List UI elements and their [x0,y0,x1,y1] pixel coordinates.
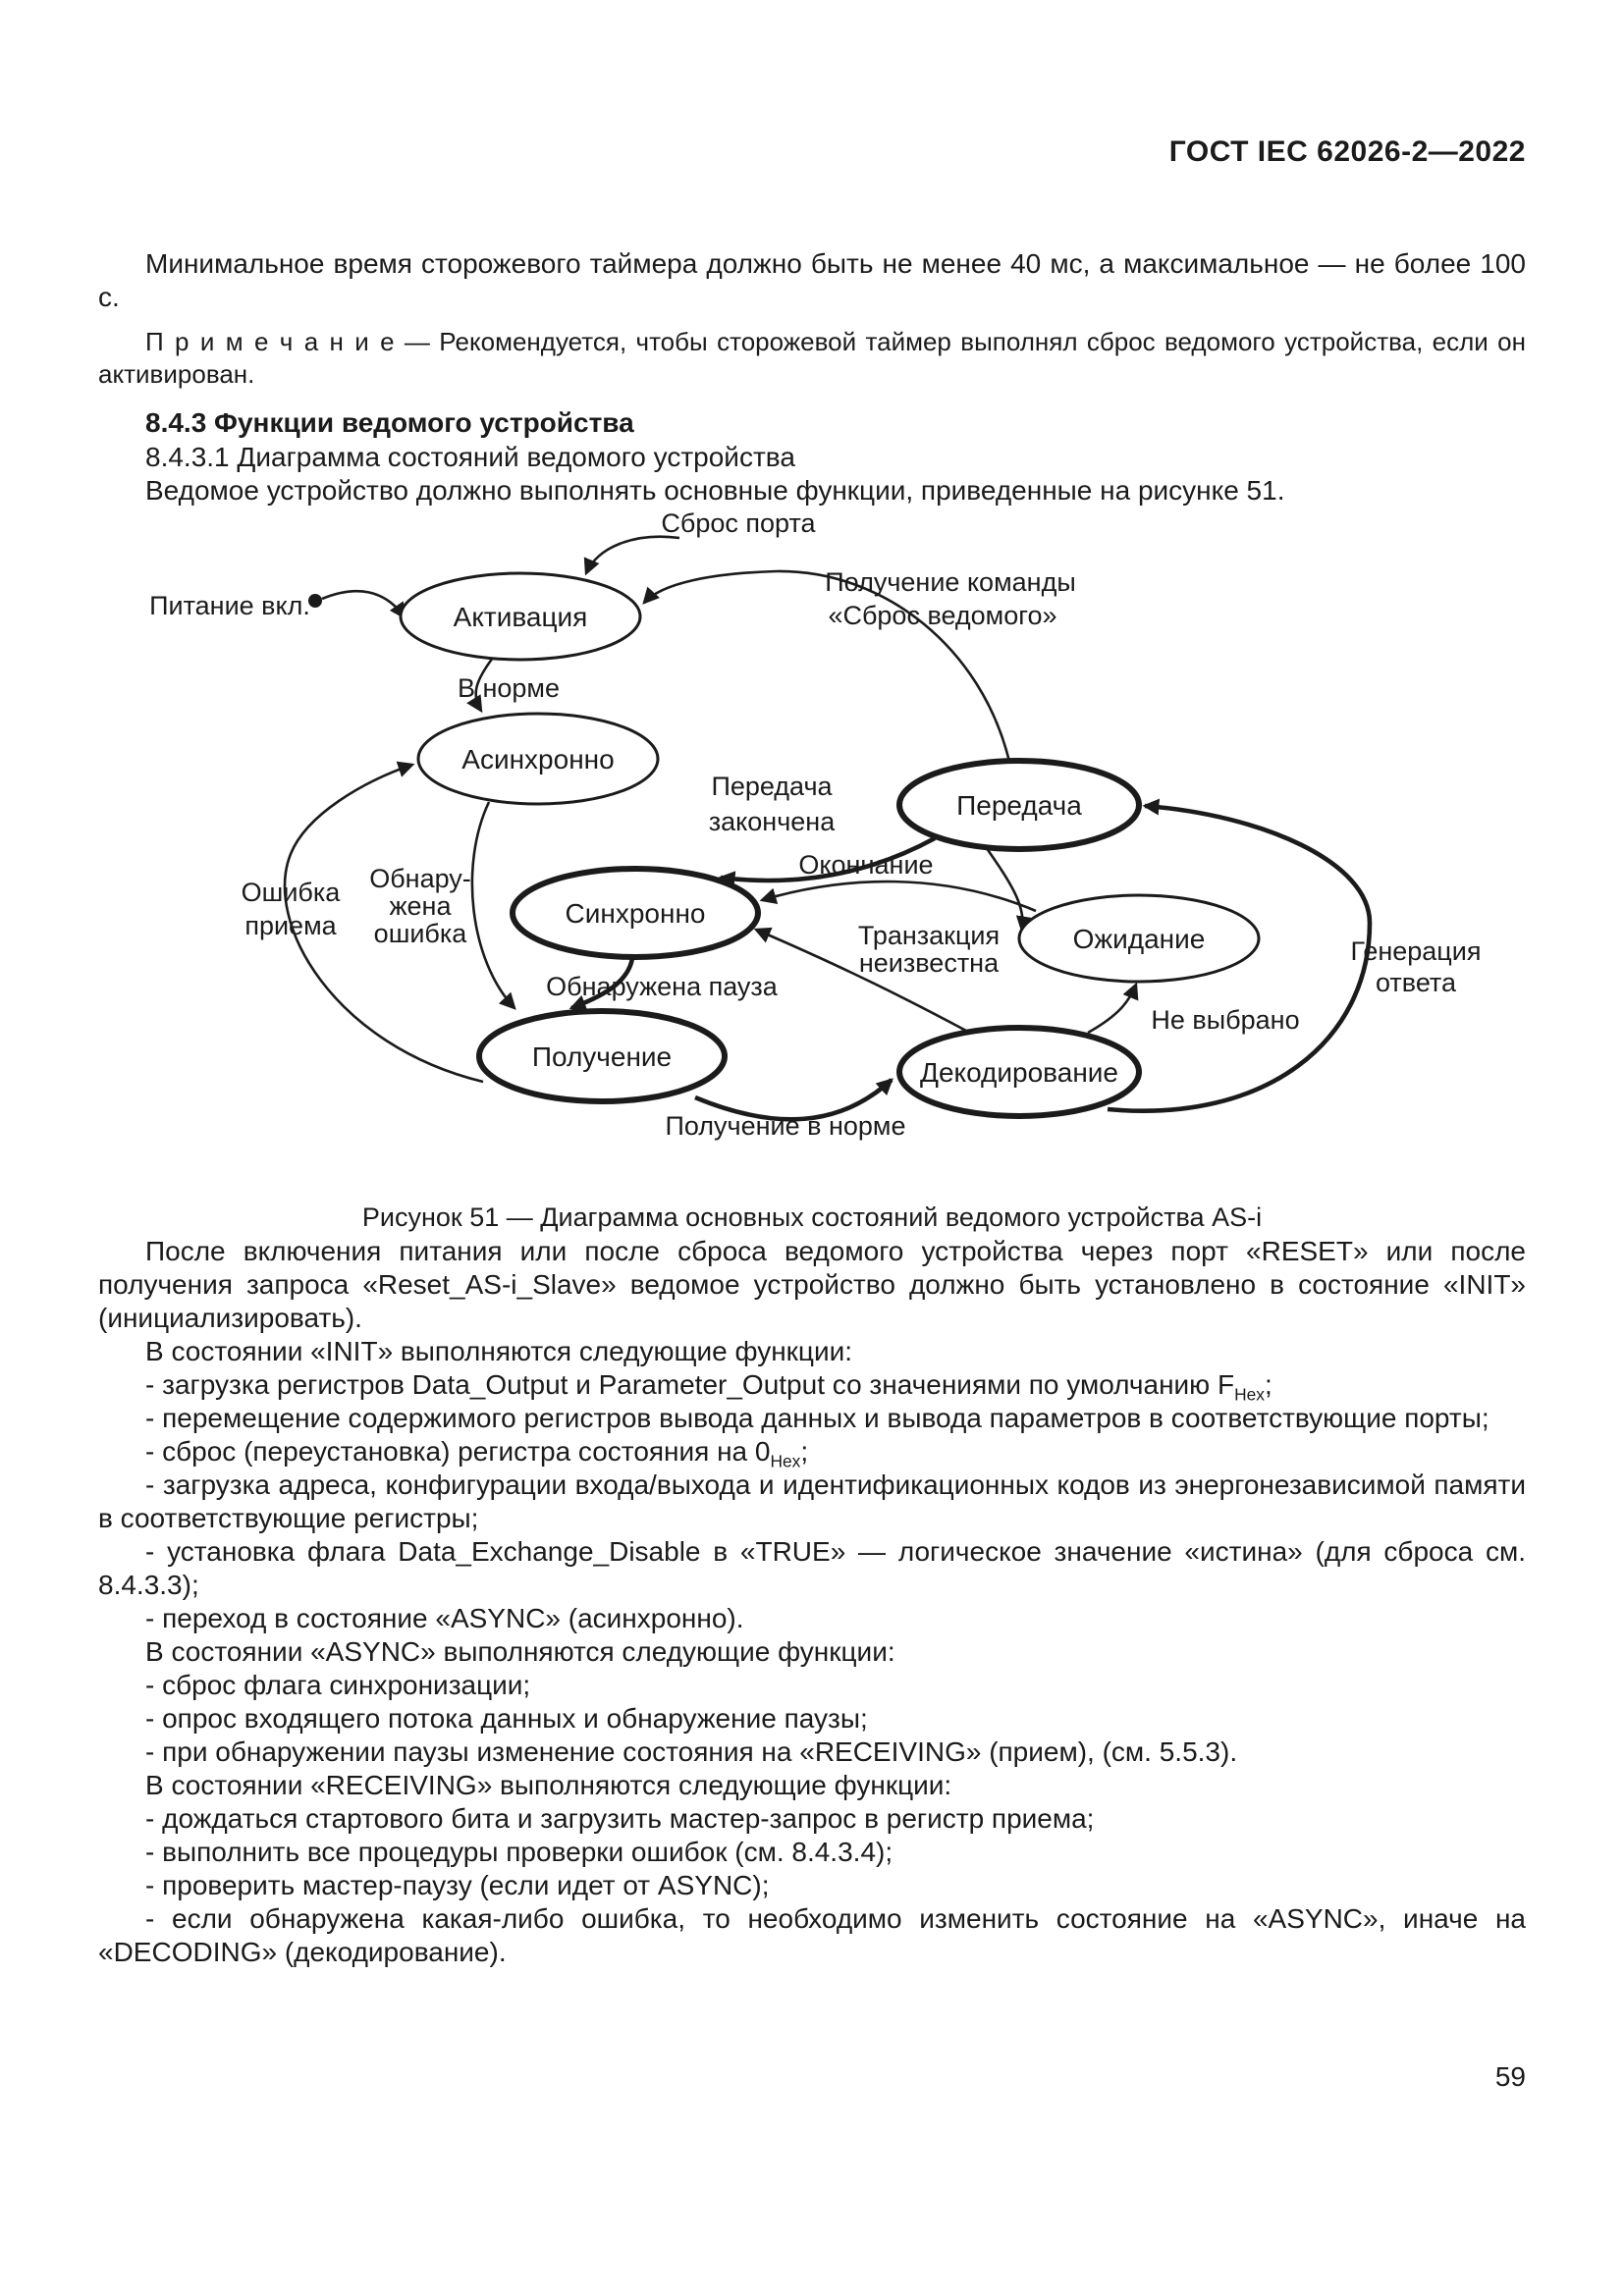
label-cmd-line1: Получение команды [825,567,1075,597]
label-error-line3: ошибка [374,919,468,948]
edge-sync-to-receiving [568,957,635,1011]
paragraph: В состоянии «RECEIVING» выполняются след… [145,1770,952,1800]
edge-wait-to-sync [759,880,1037,913]
state-label-receiving: Получение [532,1041,672,1072]
label-error-line2: жена [389,891,452,921]
note-label: П р и м е ч а н и е [145,327,396,356]
edge-transmit-to-activation [642,569,1011,763]
edge-decoding-to-sync [753,927,967,1033]
note: П р и м е ч а н и е — Рекомендуется, что… [98,326,1526,391]
paragraph: После включения питания или после сброса… [98,1236,1526,1333]
label-rx-error-line2: приема [244,911,337,940]
state-async [416,712,660,806]
label-transmit-done-line1: Передача [711,772,833,801]
edge-receiving-to-decoding [694,1078,893,1122]
paragraph: - выполнить все процедуры проверки ошибо… [145,1837,893,1867]
state-sync [510,866,761,960]
paragraph: - переход в состояние «ASYNC» (асинхронн… [145,1603,744,1633]
state-label-async: Асинхронно [461,744,614,774]
label-generation-line2: ответа [1376,968,1457,997]
state-activation [399,571,642,662]
state-receiving [476,1008,728,1104]
state-decoding [896,1025,1142,1119]
state-transmit [896,758,1142,852]
state-label-transmit: Передача [956,790,1082,821]
paragraph: - сброс (переустановка) регистра состоян… [145,1436,809,1471]
label-cmd-line2: «Сброс ведомого» [828,601,1056,630]
paragraph: - загрузка регистров Data_Output и Param… [145,1369,1272,1405]
label-transaction-line2: неизвестна [859,948,1000,978]
edge-receiving-to-async [283,761,484,1084]
page-number: 59 [1494,2061,1526,2092]
label-ok: В норме [458,673,560,703]
figure-caption: Рисунок 51 — Диаграмма основных состояни… [361,1202,1263,1232]
paragraph-lead: Ведомое устройство должно выполнять осно… [145,475,1285,506]
label-not-selected: Не выбрано [1151,1005,1299,1035]
paragraph: - при обнаружении паузы изменение состоя… [145,1736,1238,1767]
paragraph: - сброс флага синхронизации; [145,1670,531,1700]
edge-port-reset-to-activation [583,535,680,576]
label-rx-error-line1: Ошибка [242,878,342,907]
edge-power-on-to-activation [321,589,406,620]
paragraph: - загрузка адреса, конфигурации входа/вы… [98,1469,1526,1533]
state-label-wait: Ожидание [1073,924,1206,954]
paragraph: - установка флага Data_Exchange_Disable … [98,1536,1526,1600]
edge-transmit-to-wait [982,843,1033,934]
label-transaction-line1: Транзакция [858,921,1000,950]
state-label-sync: Синхронно [566,898,706,929]
paragraph: В состоянии «ASYNC» выполняются следующи… [145,1636,895,1667]
paragraph: В состоянии «INIT» выполняются следующие… [145,1336,853,1366]
note-text: — Рекомендуется, чтобы сторожевой таймер… [98,327,1526,389]
state-diagram-svg: Активация Асинхронно Синхронно Получение… [149,508,1482,1141]
state-diagram-figure: Активация Асинхронно Синхронно Получение… [98,491,1526,1178]
edge-async-to-receiving [470,801,516,1010]
edge-decoding-to-wait [1087,982,1139,1035]
heading-8-4-3: 8.4.3 Функции ведомого устройства [145,407,634,438]
body-paragraphs: После включения питания или после сброса… [98,1235,1526,1969]
edge-activation-to-async [466,657,495,714]
label-power-on: Питание вкл. [149,591,310,620]
label-pause: Обнаружена пауза [546,972,779,1001]
label-transmit-done-line2: закончена [709,807,836,836]
label-error-line1: Обнару- [369,864,471,893]
heading-8-4-3-1: 8.4.3.1 Диаграмма состояний ведомого уст… [145,442,795,472]
paragraph: - дождаться стартового бита и загрузить … [145,1803,1095,1834]
paragraph: - перемещение содержимого регистров выво… [145,1403,1489,1433]
state-label-activation: Активация [454,602,588,632]
power-on-start-dot [308,594,322,608]
paragraph: - опрос входящего потока данных и обнару… [145,1703,868,1734]
state-label-decoding: Декодирование [920,1057,1118,1088]
paragraph: - проверить мастер-паузу (если идет от A… [145,1870,770,1900]
label-end: Окончание [798,850,933,880]
label-generation-line1: Генерация [1351,936,1482,966]
edge-transmit-to-sync [718,835,937,888]
paragraph: - если обнаружена какая-либо ошибка, то … [98,1903,1526,1967]
state-wait [1017,893,1261,984]
label-port-reset: Сброс порта [661,508,816,538]
document-header: ГОСТ IEC 62026-2—2022 [1168,135,1526,168]
edge-decoding-to-transmit [1107,798,1373,1113]
paragraph-watchdog: Минимальное время сторожевого таймера до… [98,248,1526,312]
label-rx-ok: Получение в норме [665,1111,905,1141]
